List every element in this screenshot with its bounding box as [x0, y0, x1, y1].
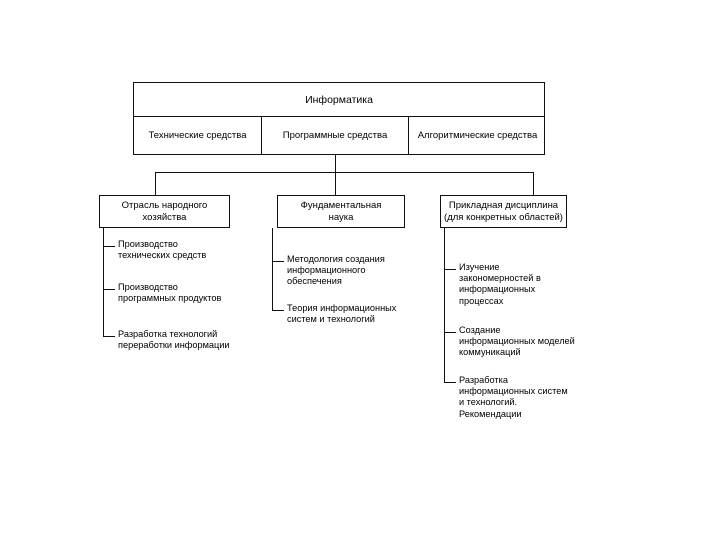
leaf-economy-1: Производство программных продуктов: [118, 282, 222, 304]
branch-spine-fundamental: [272, 228, 273, 311]
leaf-economy-0: Производство технических средств: [118, 239, 207, 261]
branch-tick-economy-2: [103, 336, 115, 337]
branch-box-applied-discipline: Прикладная дисциплина (для конкретных об…: [440, 195, 567, 228]
leaf-fundamental-1: Теория информационных систем и технологи…: [287, 303, 397, 325]
branch-tick-applied-2: [444, 382, 456, 383]
branch-tick-applied-1: [444, 332, 456, 333]
root-block: Информатика Технические средства Програм…: [133, 82, 545, 155]
branch-tick-economy-1: [103, 289, 115, 290]
branch-tick-fundamental-0: [272, 261, 284, 262]
bus-drop-left: [155, 172, 156, 195]
trunk-line: [335, 155, 336, 173]
branch-box-fundamental-science: Фундаментальная наука: [277, 195, 405, 228]
distribution-bus: [155, 172, 534, 173]
branch-tick-economy-0: [103, 246, 115, 247]
leaf-applied-2: Разработка информационных систем и техно…: [459, 375, 568, 419]
root-divider: [134, 116, 544, 117]
branch-tick-fundamental-1: [272, 310, 284, 311]
bus-drop-right: [533, 172, 534, 195]
leaf-applied-1: Создание информационных моделей коммуник…: [459, 325, 575, 358]
leaf-fundamental-0: Методология создания информационного обе…: [287, 254, 385, 287]
branch-box-economy: Отрасль народного хозяйства: [99, 195, 230, 228]
branch-spine-applied: [444, 228, 445, 382]
root-component-technical: Технические средства: [148, 130, 247, 142]
leaf-applied-0: Изучение закономерностей в информационны…: [459, 262, 541, 306]
bus-drop-center: [335, 172, 336, 195]
root-component-program: Программные средства: [261, 117, 409, 155]
branch-tick-applied-0: [444, 269, 456, 270]
leaf-economy-2: Разработка технологий переработки информ…: [118, 329, 230, 351]
root-title: Информатика: [305, 93, 373, 106]
branch-spine-economy: [103, 228, 104, 337]
root-component-algorithmic: Алгоритмические средства: [417, 130, 538, 142]
